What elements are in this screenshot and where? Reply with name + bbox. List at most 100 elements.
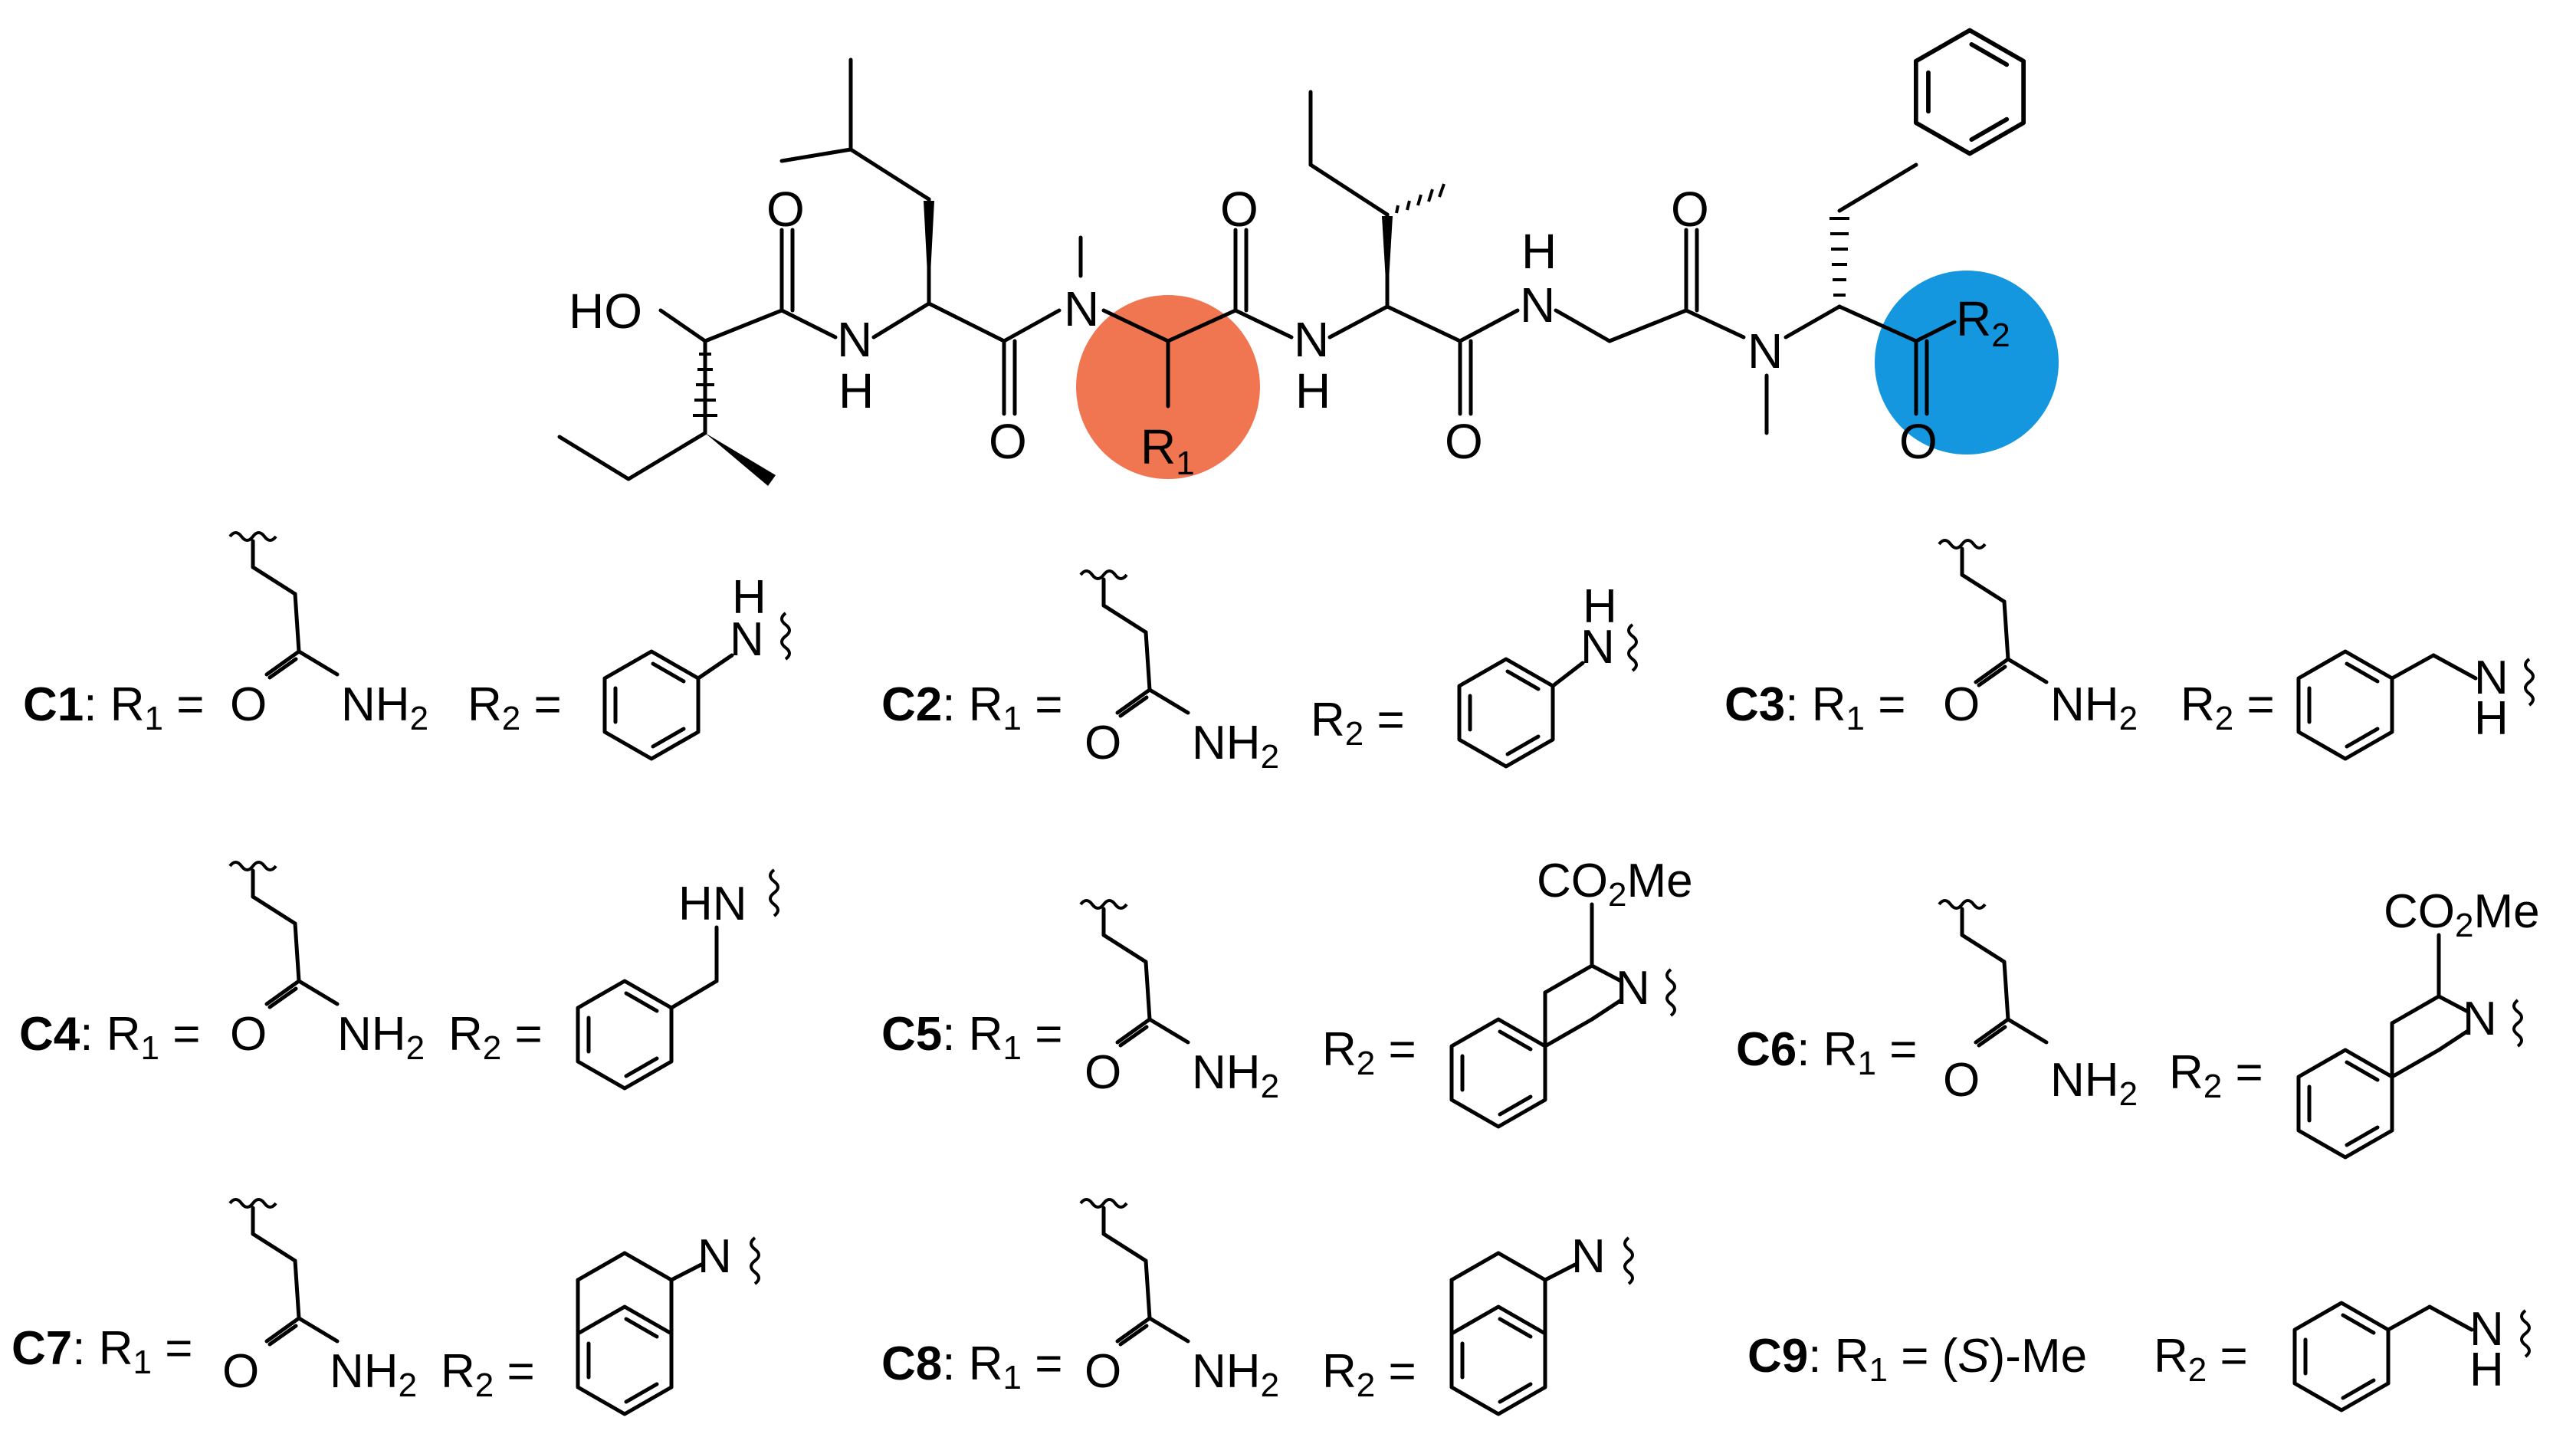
phenyl-ring bbox=[2299, 651, 2392, 759]
r2-n: N bbox=[697, 1230, 732, 1283]
amide-h-3: H bbox=[1521, 224, 1557, 279]
r2-label: R2 = bbox=[2154, 1330, 2248, 1389]
r2-n: N bbox=[1580, 621, 1615, 674]
attachment-wavy bbox=[769, 868, 779, 917]
phenyl-ring bbox=[1459, 659, 1553, 766]
phenyl-ring bbox=[2295, 1303, 2388, 1410]
attachment-wavy bbox=[2512, 999, 2523, 1048]
attachment-wavy bbox=[1623, 1236, 1634, 1285]
r1-o: O bbox=[230, 678, 267, 731]
attachment-wavy bbox=[2524, 658, 2535, 707]
r2-n: N bbox=[730, 613, 764, 666]
carbonyl-o-5: O bbox=[1671, 182, 1709, 237]
phenyl-ring bbox=[1452, 1019, 1545, 1127]
phenyl-ring bbox=[2299, 1050, 2392, 1157]
n-methyl-n-2: N bbox=[1747, 323, 1783, 379]
r2-label: R2 = bbox=[468, 678, 562, 737]
r1-o: O bbox=[1943, 678, 1980, 731]
r2-highlight-circle bbox=[1875, 271, 2059, 454]
amide-n-2: N bbox=[1294, 312, 1329, 367]
r2-label: R2 = bbox=[441, 1345, 535, 1404]
r2-h: H bbox=[2474, 692, 2509, 745]
r2-ester: CO2Me bbox=[2384, 885, 2540, 944]
compound-c7-label: C7: R1 = bbox=[11, 1322, 192, 1381]
r2-ester: CO2Me bbox=[1537, 855, 1693, 914]
r2-label: R2 = bbox=[2169, 1046, 2263, 1105]
amide-h-1: H bbox=[838, 363, 874, 418]
r2-hn: HN bbox=[678, 878, 747, 930]
carbonyl-o-2: O bbox=[989, 414, 1027, 469]
r1-o: O bbox=[1085, 1345, 1121, 1398]
r2-label: R2 bbox=[1956, 291, 2010, 354]
amide-h-2: H bbox=[1295, 363, 1331, 418]
r1-nh2: NH2 bbox=[1192, 1345, 1279, 1404]
r2-label: R2 = bbox=[2181, 678, 2275, 737]
r1-nh2: NH2 bbox=[2050, 1054, 2138, 1113]
attachment-wavy bbox=[1627, 623, 1638, 672]
r1-fragment bbox=[1081, 571, 1188, 716]
compound-c9-label: C9: R1 = (S)-Me bbox=[1747, 1330, 2087, 1389]
attachment-wavy bbox=[1665, 968, 1676, 1017]
phenyl-ring bbox=[578, 981, 671, 1088]
compound-c3-label: C3: R1 = bbox=[1724, 678, 1905, 737]
r1-fragment bbox=[230, 533, 337, 678]
compound-c4-label: C4: R1 = bbox=[19, 1008, 200, 1067]
r1-o: O bbox=[1943, 1054, 1980, 1107]
r2-h: H bbox=[1583, 580, 1617, 633]
compound-c1: C1: R1 = O NH2 R2 = N H bbox=[23, 533, 791, 759]
hydroxyl-label: HO bbox=[569, 284, 642, 339]
compound-c5-label: C5: R1 = bbox=[881, 1008, 1062, 1067]
r1-nh2: NH2 bbox=[330, 1345, 417, 1404]
r1-nh2: NH2 bbox=[2050, 678, 2138, 737]
r1-fragment bbox=[1081, 901, 1188, 1045]
compound-c2-label: C2: R1 = bbox=[881, 678, 1062, 737]
r1-nh2: NH2 bbox=[1192, 717, 1279, 776]
attachment-wavy bbox=[2520, 1309, 2531, 1358]
phenyl-ring bbox=[1452, 1307, 1545, 1414]
r2-label: R2 = bbox=[1322, 1345, 1416, 1404]
r1-nh2: NH2 bbox=[341, 678, 428, 737]
r1-fragment bbox=[230, 1199, 337, 1344]
r1-o: O bbox=[1085, 1046, 1121, 1099]
carbonyl-o-4: O bbox=[1445, 414, 1483, 469]
r1-fragment bbox=[1081, 1199, 1188, 1344]
r1-nh2: NH2 bbox=[1192, 1046, 1279, 1105]
amide-n-1: N bbox=[837, 312, 872, 367]
r1-o: O bbox=[1085, 717, 1121, 769]
core-structure: HO O N H O N O R1 N H O H N O N O R2 bbox=[557, 31, 2059, 486]
attachment-wavy bbox=[750, 1236, 760, 1285]
n-methyl-n-1: N bbox=[1064, 281, 1099, 336]
r2-n: N bbox=[1616, 962, 1650, 1015]
r2-h: H bbox=[2469, 1344, 2504, 1396]
phenyl-ring bbox=[1916, 31, 2023, 154]
core-stereo bbox=[693, 183, 1849, 486]
r1-fragment bbox=[230, 862, 337, 1007]
carbonyl-o-3: O bbox=[1220, 182, 1258, 237]
r2-label: R2 = bbox=[1322, 1023, 1416, 1082]
compound-c8-label: C8: R1 = bbox=[881, 1337, 1062, 1396]
compound-c5: C5: R1 = O NH2 R2 = CO2Me N bbox=[881, 855, 1693, 1127]
phenyl-ring bbox=[605, 651, 698, 759]
compound-c1-label: C1: R1 = bbox=[23, 678, 204, 737]
compound-c3: C3: R1 = O NH2 R2 = N H bbox=[1724, 540, 2535, 759]
compound-c6-label: C6: R1 = bbox=[1736, 1023, 1917, 1082]
r2-n: N bbox=[2474, 651, 2509, 704]
r2-n: N bbox=[2463, 993, 2497, 1045]
r2-label: R2 = bbox=[448, 1008, 543, 1067]
r1-fragment bbox=[1939, 901, 2046, 1045]
r1-fragment bbox=[1939, 540, 2046, 685]
r1-o: O bbox=[222, 1345, 259, 1398]
r2-n: N bbox=[2469, 1303, 2504, 1356]
compound-c7: C7: R1 = O NH2 R2 = N bbox=[11, 1199, 760, 1414]
r1-nh2: NH2 bbox=[337, 1008, 425, 1067]
amide-n-3: N bbox=[1520, 277, 1555, 333]
carbonyl-o-1: O bbox=[766, 182, 805, 237]
r2-h: H bbox=[732, 571, 766, 624]
r1-label: R1 bbox=[1140, 419, 1195, 482]
phenyl-ring bbox=[578, 1307, 671, 1414]
r2-label: R2 = bbox=[1311, 694, 1405, 753]
r1-o: O bbox=[230, 1008, 267, 1061]
carbonyl-o-6: O bbox=[1899, 414, 1938, 469]
attachment-wavy bbox=[780, 612, 791, 661]
